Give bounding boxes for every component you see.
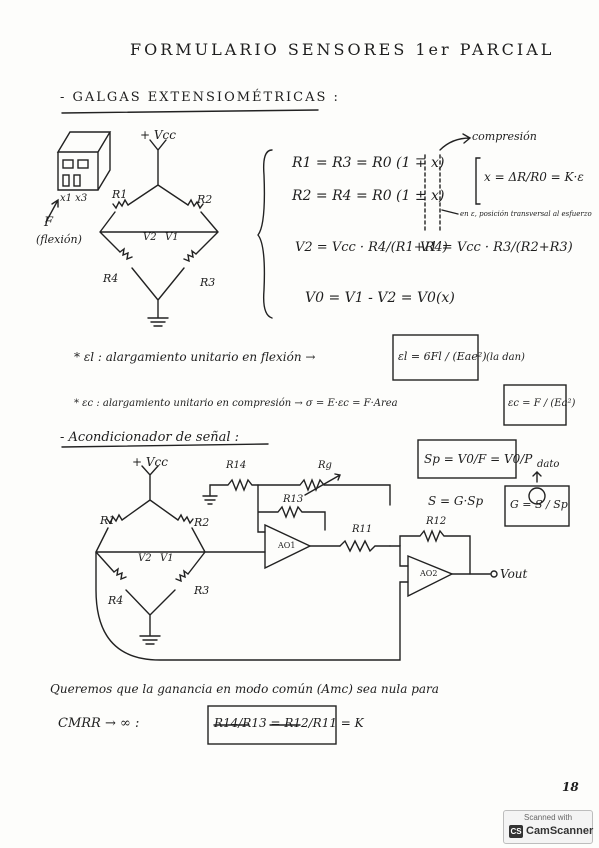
cmrr-box	[207, 705, 337, 745]
resistor-r3	[183, 249, 197, 263]
eq-v0: V0 = V1 - V2 = V0(x)	[305, 290, 455, 306]
label-block: x1 x3	[60, 193, 88, 204]
label-r1: R1	[112, 188, 128, 201]
note-transversal: en ε, posición transversal al esfuerzo	[460, 210, 592, 218]
scanner-line1: Scanned with	[523, 813, 573, 822]
cmrr-text: Queremos que la ganancia en modo común (…	[50, 682, 439, 696]
camscanner-icon: CS	[509, 825, 523, 838]
eq-r2-r4: R2 = R4 = R0 (1 ± x)	[292, 188, 445, 204]
resistor-r4	[119, 247, 133, 261]
opamp-ao1	[264, 523, 312, 570]
page-number: 18	[562, 780, 579, 794]
brace	[257, 149, 273, 319]
g-box	[504, 485, 570, 527]
label-r4: R4	[103, 272, 119, 285]
opamp-ao2	[407, 554, 454, 598]
resistor-r1	[112, 198, 129, 210]
cond-ao2: AO2	[420, 569, 438, 578]
force-arrow-icon	[45, 198, 59, 223]
flexion-formula: εl = 6Fl / (Eae²)	[398, 350, 487, 363]
cond-ao1: AO1	[278, 541, 296, 550]
scanner-line2: CamScanner	[526, 825, 594, 837]
label-vcc: + Vcc	[140, 128, 176, 142]
cmrr-formula: R14/R13 = R12/R11 = K	[214, 716, 364, 730]
label-flexion: (flexión)	[36, 233, 82, 246]
cond-r2: R2	[194, 516, 210, 529]
page-title: FORMULARIO SENSORES 1er PARCIAL	[130, 40, 555, 59]
cond-vout: Vout	[500, 567, 528, 581]
flexion-box	[392, 334, 479, 381]
compresion-formula: εc = F / (Ea²)	[508, 398, 576, 409]
cond-r3: R3	[194, 584, 210, 597]
flexion-note: (la dan)	[486, 352, 525, 363]
section-heading-conditioner: - Acondicionador de señal :	[60, 430, 240, 445]
cond-v2: V2	[138, 553, 152, 564]
bridge-2-wires	[95, 465, 206, 645]
cond-g-formula: G = S / Sp	[510, 498, 568, 511]
section-heading-gauges: - GALGAS EXTENSIOMÉTRICAS :	[60, 90, 340, 105]
eq-v1: V1 = Vcc · R3/(R2+R3)	[420, 240, 573, 255]
sp-box	[417, 439, 517, 479]
label-r3: R3	[200, 276, 216, 289]
compresion-box	[503, 384, 567, 426]
cmrr-lhs: CMRR → ∞ :	[58, 716, 140, 731]
cond-sp-formula: Sp = V0/F = V0/P	[424, 452, 533, 466]
cond-vcc: + Vcc	[132, 455, 168, 469]
cond-r11: R11	[352, 524, 373, 535]
cond-dato: dato	[537, 459, 560, 470]
cond-s-formula: S = G·Sp	[428, 494, 484, 508]
bridge-1-wires	[99, 139, 219, 327]
eq-r1-r3: R1 = R3 = R0 (1 ∓ x)	[292, 155, 445, 171]
flexion-text: * εl : alargamiento unitario en flexión …	[74, 350, 316, 364]
resistor-r2	[187, 198, 204, 210]
note-compresion: compresión	[472, 130, 537, 143]
label-force: F	[44, 215, 54, 230]
heading-underline	[61, 109, 319, 114]
compresion-text: * εc : alargamiento unitario en compresi…	[74, 398, 398, 409]
scanner-badge: Scanned with CS CamScanner	[503, 810, 593, 844]
cond-r14: R14	[226, 460, 247, 471]
label-v2: V2	[143, 232, 157, 243]
eq-v2: V2 = Vcc · R4/(R1+R4)	[295, 240, 448, 255]
gauge-block-icon	[56, 131, 112, 191]
cond-r1: R1	[100, 514, 116, 527]
cond-v1: V1	[160, 553, 174, 564]
label-r2: R2	[197, 193, 213, 206]
cond-rg: Rg	[318, 460, 332, 471]
eq-x: x = ΔR/R0 = K·ε	[484, 170, 584, 184]
cond-r4: R4	[108, 594, 124, 607]
cond-r12: R12	[426, 516, 447, 527]
label-v1: V1	[165, 232, 179, 243]
cond-r13: R13	[283, 494, 304, 505]
